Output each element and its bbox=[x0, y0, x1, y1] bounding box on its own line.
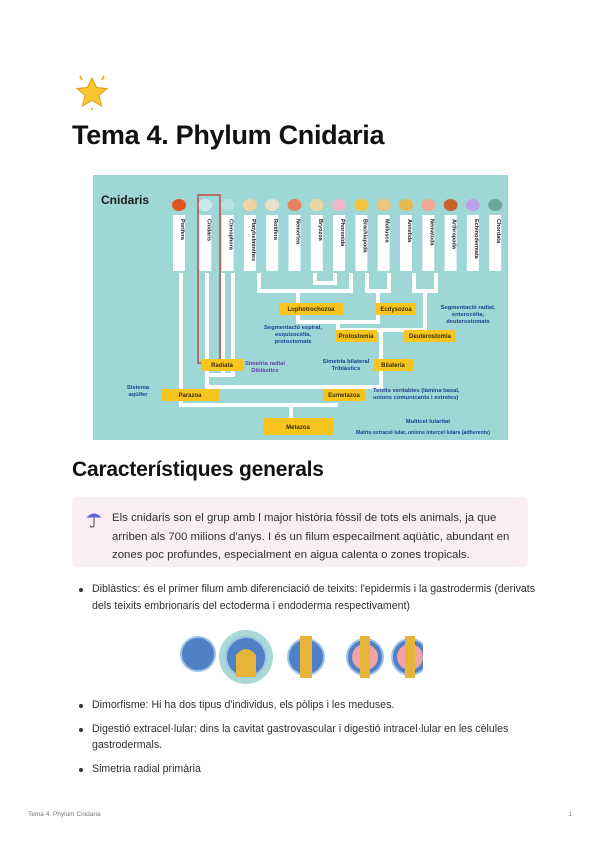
node-radiata bbox=[201, 359, 243, 371]
annotation-matrix: Matriu extracel·lular, unions intercel·l… bbox=[356, 430, 490, 436]
taxon-label: Arthropoda bbox=[451, 219, 457, 250]
taxon-column bbox=[199, 215, 212, 271]
taxon-label: Mollusca bbox=[384, 219, 390, 243]
node-bilateria-label: Bilateria bbox=[381, 363, 405, 369]
taxon-icon-ctenophora bbox=[220, 199, 235, 211]
list-item: Diblàstics: és el primer filum amb difer… bbox=[72, 581, 542, 614]
taxon-icon-chordata bbox=[488, 199, 503, 211]
taxon-label: Annelida bbox=[406, 219, 412, 243]
annotation-radialseg-1: Segmentació radial, bbox=[441, 305, 496, 311]
taxon-column bbox=[400, 215, 412, 271]
taxon-column bbox=[266, 215, 279, 271]
annotation-tissues-2: unions comunicants i estretes) bbox=[373, 395, 458, 401]
page-title: Tema 4. Phylum Cnidaria bbox=[72, 120, 385, 150]
taxon-icon-mollusca bbox=[376, 199, 391, 211]
node-lophotrochozoa-label: Lophotrochozoa bbox=[288, 307, 336, 313]
annotation-spiral-3: protostomats bbox=[274, 339, 311, 345]
taxon-label: Ctenophora bbox=[228, 219, 234, 251]
taxon-label: Nematoda bbox=[428, 219, 434, 247]
section-heading: Característiques generals bbox=[72, 458, 324, 481]
taxon-label: Echinodermata bbox=[473, 219, 479, 260]
glowing-star-icon bbox=[72, 72, 112, 112]
node-parazoa bbox=[161, 389, 219, 401]
figure-heading: Cnidaris bbox=[101, 193, 149, 207]
taxon-column bbox=[444, 215, 457, 271]
taxon-icon-nemertea bbox=[287, 199, 302, 211]
node-metazoa bbox=[263, 418, 333, 435]
page-number: 1 bbox=[568, 811, 572, 818]
taxon-column bbox=[377, 215, 390, 271]
blastula-diagram bbox=[180, 636, 216, 672]
taxon-icon-annelida bbox=[399, 199, 413, 211]
taxon-label: Nemertea bbox=[295, 219, 301, 245]
annotation-radialsym-1: Simetria radial bbox=[245, 361, 285, 367]
bullet-list-2: Dimorfisme: Hi ha dos tipus d'individus,… bbox=[72, 697, 542, 784]
list-item: Dimorfisme: Hi ha dos tipus d'individus,… bbox=[72, 697, 542, 714]
taxon-label: Rotifera bbox=[272, 219, 278, 241]
taxon-label: Porifera bbox=[179, 219, 185, 241]
taxon-column bbox=[466, 215, 479, 271]
annotation-radialseg-2: enterocèlia, bbox=[452, 312, 485, 318]
node-eumetazoa-label: Eumetazoa bbox=[328, 393, 360, 399]
node-radiata-label: Radiata bbox=[211, 363, 233, 369]
node-metazoa-label: Metazoa bbox=[286, 425, 310, 431]
list-item: Simetria radial primària bbox=[72, 761, 542, 778]
taxon-icon-bryozoa bbox=[309, 199, 324, 211]
annotation-spiral-1: Segmentació espiral, bbox=[264, 325, 322, 331]
node-protostomia-label: Protostomia bbox=[338, 334, 374, 340]
annotation-bilateral-2: Triblàstics bbox=[332, 366, 361, 372]
taxon-column bbox=[221, 215, 234, 271]
annotation-radialseg-3: deuterostomats bbox=[446, 319, 490, 325]
taxon-column bbox=[310, 215, 323, 271]
taxon-column bbox=[355, 215, 368, 271]
annotation-aquifer-1: Sistema bbox=[127, 385, 150, 391]
umbrella-icon bbox=[84, 509, 104, 529]
taxon-label: Phoronida bbox=[339, 219, 345, 247]
taxon-column bbox=[489, 215, 502, 271]
taxon-column bbox=[243, 215, 256, 271]
embryo-development-figure bbox=[178, 627, 423, 687]
taxon-icon-porifera bbox=[172, 199, 186, 211]
node-protostomia bbox=[335, 330, 377, 342]
node-lophotrochozoa bbox=[279, 303, 343, 315]
taxon-icon-cnidaris bbox=[198, 199, 213, 211]
node-deuterostomia bbox=[404, 330, 456, 342]
taxon-label: Bryozoa bbox=[317, 219, 323, 242]
list-item: Digestió extracel·lular: dins la cavitat… bbox=[72, 721, 542, 754]
taxon-column bbox=[288, 215, 301, 271]
taxon-column bbox=[333, 215, 346, 271]
node-parazoa-label: Parazoa bbox=[178, 393, 202, 399]
taxon-icon-arthropoda bbox=[443, 199, 458, 211]
taxon-icon-brachiopoda bbox=[354, 199, 369, 211]
taxon-icon-platyhelminthes bbox=[242, 199, 257, 211]
annotation-bilateral-1: Simetria bilateral bbox=[323, 359, 370, 365]
annotation-radialsym-2: Diblàstics bbox=[251, 368, 278, 374]
taxon-label: Chordata bbox=[495, 219, 501, 244]
taxon-icon-nematoda bbox=[421, 199, 436, 211]
taxon-icon-echinodermata bbox=[465, 199, 480, 211]
bullet-list-1: Diblàstics: és el primer filum amb difer… bbox=[72, 581, 542, 621]
taxon-icon-phoronida bbox=[332, 199, 347, 211]
node-bilateria bbox=[373, 359, 413, 371]
node-deuterostomia-label: Deuterostomia bbox=[409, 334, 452, 340]
annotation-multicellular: Multicel·lularitat bbox=[406, 419, 451, 425]
callout: Els cnidaris son el grup amb l major his… bbox=[72, 497, 528, 567]
taxon-label: Platyhelminthes bbox=[250, 219, 256, 261]
annotation-spiral-2: esquizocèlia, bbox=[275, 332, 311, 338]
callout-text: Els cnidaris son el grup amb l major his… bbox=[112, 512, 510, 561]
footer-title: Tema 4. Phylum Cnidaria bbox=[28, 811, 101, 818]
node-eumetazoa bbox=[323, 389, 365, 401]
node-ecdysozoa bbox=[376, 303, 416, 315]
taxon-label: Cnidaris bbox=[205, 219, 211, 241]
taxon-column bbox=[173, 215, 185, 271]
node-ecdysozoa-label: Ecdysozoa bbox=[380, 307, 412, 313]
annotation-aquifer-2: aqüífer bbox=[128, 392, 148, 398]
annotation-tissues-1: Teixits veritables (làmina basal, bbox=[373, 388, 460, 394]
taxon-icon-rotifera bbox=[265, 199, 280, 211]
taxon-column bbox=[422, 215, 435, 271]
taxon-label: Brachiopoda bbox=[361, 219, 367, 254]
